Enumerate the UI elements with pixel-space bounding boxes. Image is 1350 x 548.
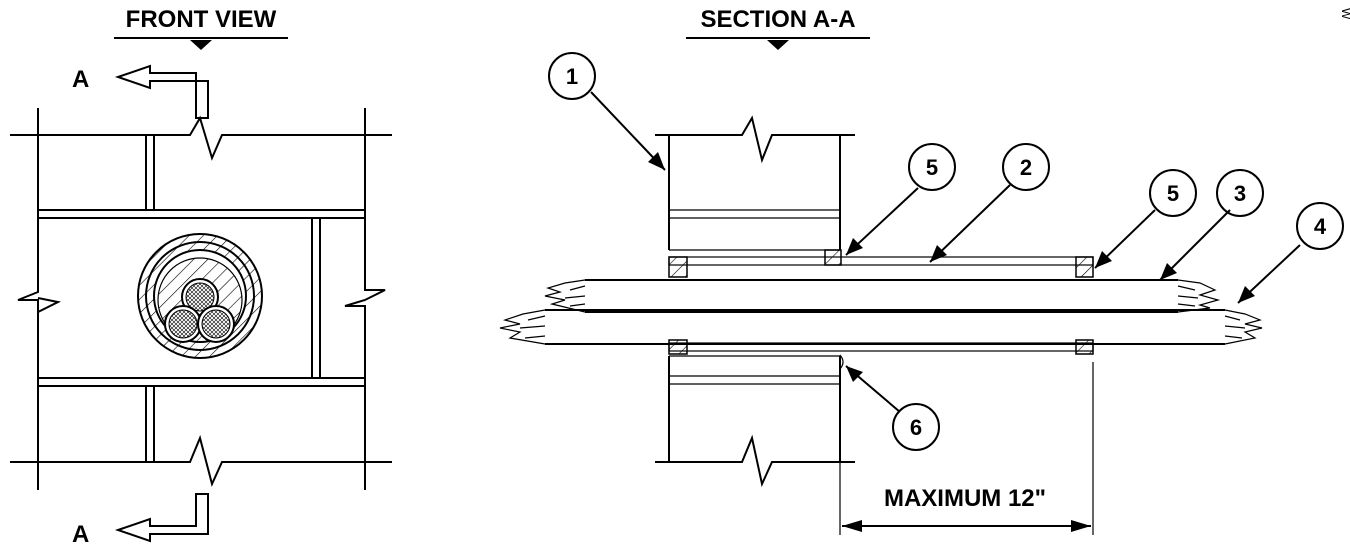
svg-text:6: 6 [910,415,922,440]
sleeve [668,249,1094,355]
svg-text:2: 2 [1020,155,1032,180]
section-arrow-bottom [114,493,209,543]
cable-penetration-front [137,233,263,359]
front-view-title-marker [190,40,212,50]
svg-text:5: 5 [1167,181,1179,206]
callout-5-left: 5 [908,143,956,191]
callout-6: 6 [892,403,940,451]
fill-material [839,354,844,370]
masonry-wall-front [10,108,392,490]
svg-text:4: 4 [1314,214,1327,239]
section-view-title-marker [767,40,789,50]
svg-text:5: 5 [926,155,938,180]
svg-text:3: 3 [1234,181,1246,206]
callout-3: 3 [1216,169,1264,217]
dimension-max-length: MAXIMUM 12" [839,362,1094,535]
section-label-bottom: A [72,521,89,548]
section-label-top: A [72,66,89,93]
front-view: FRONT VIEW A A [10,6,392,548]
section-view: SECTION A-A [499,6,1350,535]
cables [499,279,1263,345]
callout-1: 1 [548,52,596,100]
section-view-title: SECTION A-A [700,6,855,33]
wall-section [655,115,855,488]
section-arrow-top [114,64,209,119]
callout-4: 4 [1296,202,1344,250]
front-view-title: FRONT VIEW [126,6,277,33]
callout-2: 2 [1002,143,1050,191]
callout-5-right: 5 [1149,169,1197,217]
edge-text: W [1339,8,1350,20]
callout-leaders [590,91,1301,413]
dimension-label: MAXIMUM 12" [884,485,1046,512]
svg-text:1: 1 [566,64,578,89]
